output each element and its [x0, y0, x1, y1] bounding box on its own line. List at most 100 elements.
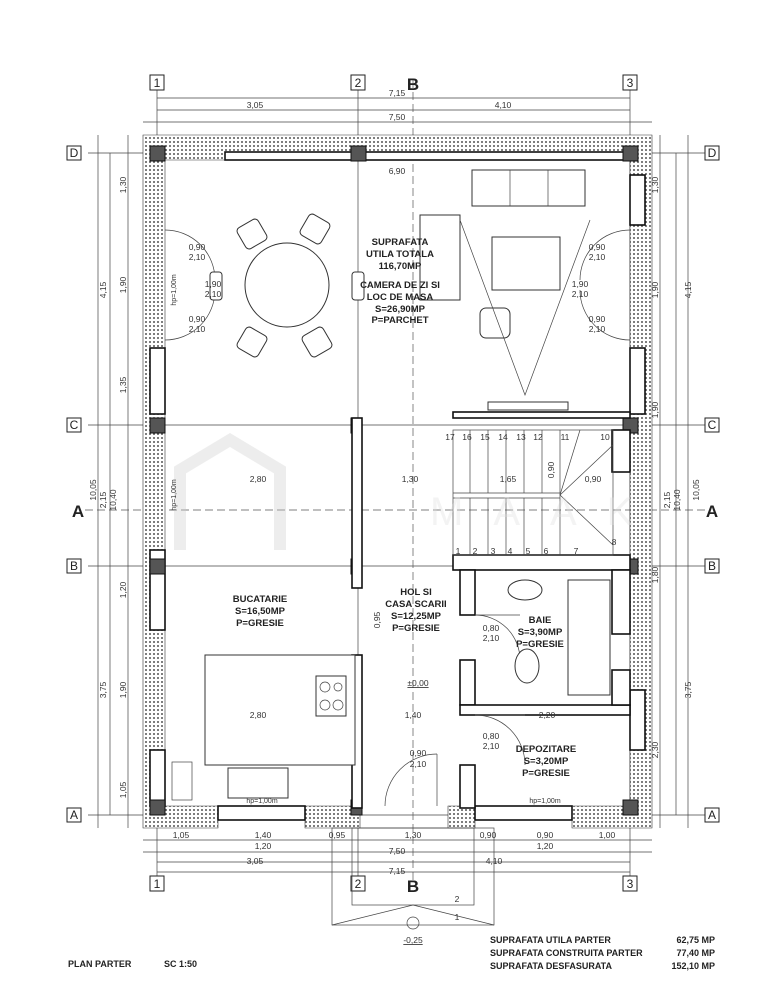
dimension-texts-interior: 2,80 2,80 1,30 1,65 0,90 1,40 2,20 0,95 … [250, 461, 602, 720]
dimension: 3,05 [247, 100, 264, 110]
dimension-texts-top: 7,15 3,05 4,10 7,50 6,90 [247, 88, 512, 176]
dimension-texts-bottom: 1,05 1,40 1,20 0,95 1,30 0,90 0,90 1,20 … [173, 830, 616, 876]
door-width: 0,90 [189, 314, 206, 324]
dimension: 6,90 [389, 166, 406, 176]
sill-height: hp=1,00m [246, 798, 277, 805]
axis-a-left: A [70, 808, 78, 822]
armchair [419, 214, 461, 301]
dimension: 0,95 [329, 830, 346, 840]
dimension: 1,00 [599, 830, 616, 840]
grid-axis-labels: 1 2 3 1 2 3 D C B A D C B A B B A A [66, 74, 720, 896]
dimension: 0,95 [372, 611, 382, 628]
exterior-walls [142, 134, 653, 829]
dimension: 1,20 [537, 841, 554, 851]
door-width: 1,90 [205, 279, 222, 289]
door-height: 2,10 [483, 741, 500, 751]
bath-area: S=3,90MP [518, 627, 563, 638]
door-height: 2,10 [589, 252, 606, 262]
pouf [479, 307, 511, 339]
dimension: 1,20 [118, 581, 128, 598]
living-room-floor: P=PARCHET [371, 315, 428, 326]
sill-height: hp=1,00m [171, 274, 178, 305]
dimension: 1,35 [118, 376, 128, 393]
entrance-level: -0,25 [403, 935, 423, 945]
dimension: 4,10 [486, 856, 503, 866]
step-number: 8 [612, 537, 617, 547]
living-room-name: LOC DE MASA [367, 292, 434, 303]
dimension-texts-right: 4,15 10,05 3,75 1,30 1,90 1,90 1,80 2,30… [650, 176, 701, 758]
section-b-bottom: B [407, 877, 419, 896]
step-number: 10 [600, 432, 610, 442]
total-area-label: SUPRAFATA [372, 237, 429, 248]
step-number: 12 [533, 432, 543, 442]
axis-a-right: A [708, 808, 716, 822]
door-width: 0,90 [589, 242, 606, 252]
section-a-right: A [706, 502, 718, 521]
section-a-left: A [72, 502, 84, 521]
door-height: 2,10 [410, 759, 427, 769]
storage-name: DEPOZITARE [516, 744, 577, 755]
hall-name: HOL SI [400, 587, 432, 598]
door-height: 2,10 [572, 289, 589, 299]
section-b-top: B [407, 75, 419, 94]
axis-b-right: B [708, 559, 716, 573]
door-width: 0,90 [189, 242, 206, 252]
dimension: 7,50 [389, 846, 406, 856]
dimension: 1,40 [405, 710, 422, 720]
dimension: 1,30 [405, 830, 422, 840]
window-left-3 [149, 749, 166, 807]
watermark-text: MAAK [430, 490, 663, 534]
axis-b-left: B [70, 559, 78, 573]
step-number: 7 [574, 546, 579, 556]
axis-1-top: 1 [154, 76, 161, 90]
sofa [471, 169, 586, 207]
plan-scale: SC 1:50 [164, 959, 197, 969]
sill-height: hp=1,00m [529, 798, 560, 805]
step-number: 6 [544, 546, 549, 556]
dimension: 3,75 [683, 681, 693, 698]
axis-c-right: C [708, 418, 717, 432]
toilet [514, 648, 540, 684]
kitchen-area: S=16,50MP [235, 606, 286, 617]
window-right-1 [629, 174, 646, 226]
dimension: 2,80 [250, 474, 267, 484]
watermark-logo: MAAK [174, 433, 663, 550]
dimension: 1,40 [255, 830, 272, 840]
chair [301, 326, 333, 358]
window-left-1 [149, 347, 166, 415]
dimension: 1,05 [118, 781, 128, 798]
bath-floor: P=GRESIE [516, 639, 564, 650]
step-number: 15 [480, 432, 490, 442]
hall-name: CASA SCARII [385, 599, 446, 610]
door-height: 2,10 [189, 252, 206, 262]
dimension: 10,40 [672, 489, 682, 511]
bathtub [567, 579, 611, 696]
window-bottom-1 [217, 805, 306, 821]
step-number: 2 [473, 546, 478, 556]
dimension: 4,10 [495, 100, 512, 110]
dimension: 10,05 [691, 479, 701, 501]
dimension: 1,65 [500, 474, 517, 484]
window-right-3 [629, 689, 646, 751]
door-height: 2,10 [205, 289, 222, 299]
chair [299, 213, 331, 245]
stair-step-numbers-bottom: 1 2 3 4 5 6 7 8 [456, 537, 617, 556]
dimension: 2,15 [98, 491, 108, 508]
furniture [171, 169, 611, 801]
dimension: 1,20 [255, 841, 272, 851]
hall-area: S=12,25MP [391, 611, 442, 622]
axis-d-right: D [708, 146, 717, 160]
living-room-name: CAMERA DE ZI SI [360, 280, 440, 291]
dimension: 1,05 [173, 830, 190, 840]
storage-area: S=3,20MP [524, 756, 569, 767]
door-width: 0,90 [410, 748, 427, 758]
kitchen-floor: P=GRESIE [236, 618, 284, 629]
dimension: 7,15 [389, 88, 406, 98]
axis-2-top: 2 [355, 76, 362, 90]
door-width: 0,80 [483, 731, 500, 741]
summary-label: SUPRAFATA UTILA PARTER [490, 935, 611, 945]
dimension: 0,90 [546, 461, 556, 478]
axis-d-left: D [70, 146, 79, 160]
axis-c-left: C [70, 418, 79, 432]
